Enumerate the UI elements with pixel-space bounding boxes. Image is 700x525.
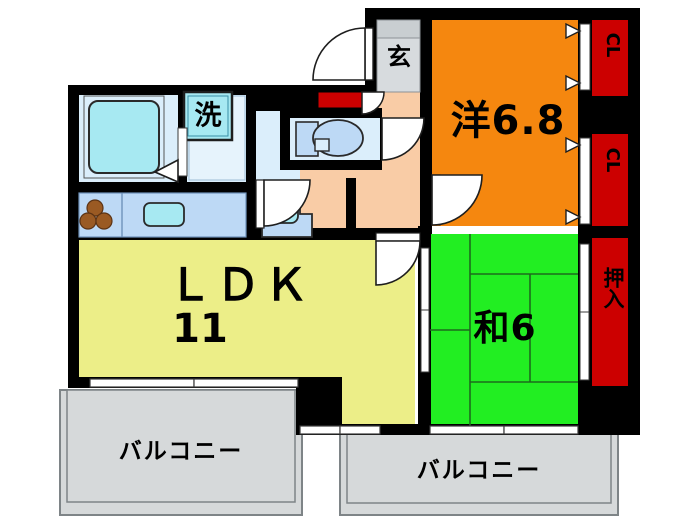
corridor-door-top[interactable] (361, 91, 385, 115)
ldk-balcony-window-right[interactable] (299, 425, 381, 435)
ldk-door[interactable] (375, 232, 421, 286)
balcony-right: バルコニー (339, 431, 619, 516)
closet-lower-sliding-doors[interactable] (565, 136, 591, 226)
washitsu-fill (430, 234, 580, 430)
genkan: 玄 (376, 19, 421, 93)
ldk-label: ＬＤＫ (168, 260, 312, 311)
oshiire-label: 押入 (601, 266, 625, 309)
closet-upper-label-c: CL (602, 33, 623, 58)
washitsu-label: 和6 (473, 308, 536, 349)
ldk-balcony-window[interactable] (89, 378, 299, 388)
toilet (292, 118, 380, 160)
washing-machine: 洗 (182, 90, 234, 142)
yoshitsu-label: 洋6.8 (451, 98, 566, 144)
balcony-right-label: バルコニー (417, 458, 542, 484)
shoe-cabinet (317, 91, 363, 109)
balcony-left: バルコニー (59, 389, 303, 516)
washing-machine-label: 洗 (195, 101, 222, 132)
kitchen-sink (143, 202, 185, 227)
tatami-lines (430, 234, 578, 430)
yoshitsu-door[interactable] (431, 174, 483, 226)
oshiire-sliding-doors[interactable] (579, 243, 590, 381)
closet-upper-sliding-doors[interactable] (565, 22, 591, 92)
bathtub (83, 95, 165, 179)
ldk-washitsu-sliding-doors[interactable] (420, 247, 430, 373)
ldk-fill (68, 233, 330, 385)
toilet-door[interactable] (381, 117, 425, 161)
genkan-label: 玄 (387, 43, 411, 71)
entrance-door[interactable] (312, 27, 374, 81)
balcony-left-label: バルコニー (119, 439, 244, 465)
washroom-door[interactable] (255, 179, 311, 229)
ldk-size-label: 11 (172, 306, 228, 352)
stove-burners (79, 199, 113, 230)
closet-lower-label-c: CL (602, 148, 623, 173)
washitsu-balcony-window[interactable] (429, 425, 579, 435)
bathroom-door[interactable] (153, 127, 188, 184)
